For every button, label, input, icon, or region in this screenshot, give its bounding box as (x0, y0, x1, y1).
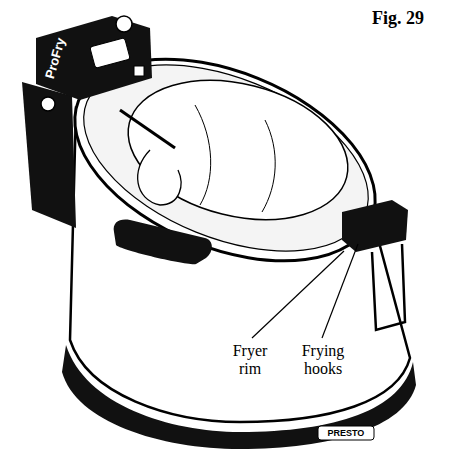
hook-housing (342, 200, 408, 252)
wire-handle (372, 244, 405, 330)
brand-name: PRESTO (327, 428, 366, 438)
leader-line (252, 251, 344, 338)
figure-number: Fig. 29 (372, 8, 448, 29)
control-tab (134, 66, 144, 76)
timer-knob (116, 16, 132, 32)
turkey-string (195, 105, 275, 212)
fryer-rim (46, 19, 405, 301)
control-post (22, 82, 76, 228)
front-handle (114, 220, 212, 265)
brand-badge (318, 426, 374, 440)
turkey (113, 59, 362, 241)
turkey-stick (120, 110, 175, 148)
turkey-leg (138, 150, 181, 205)
leader-line (322, 244, 358, 338)
display-window (90, 38, 130, 69)
power-button (41, 97, 55, 111)
control-panel (36, 16, 152, 100)
part-label: Fryer rim (226, 342, 274, 379)
part-label: Frying hooks (292, 342, 354, 379)
